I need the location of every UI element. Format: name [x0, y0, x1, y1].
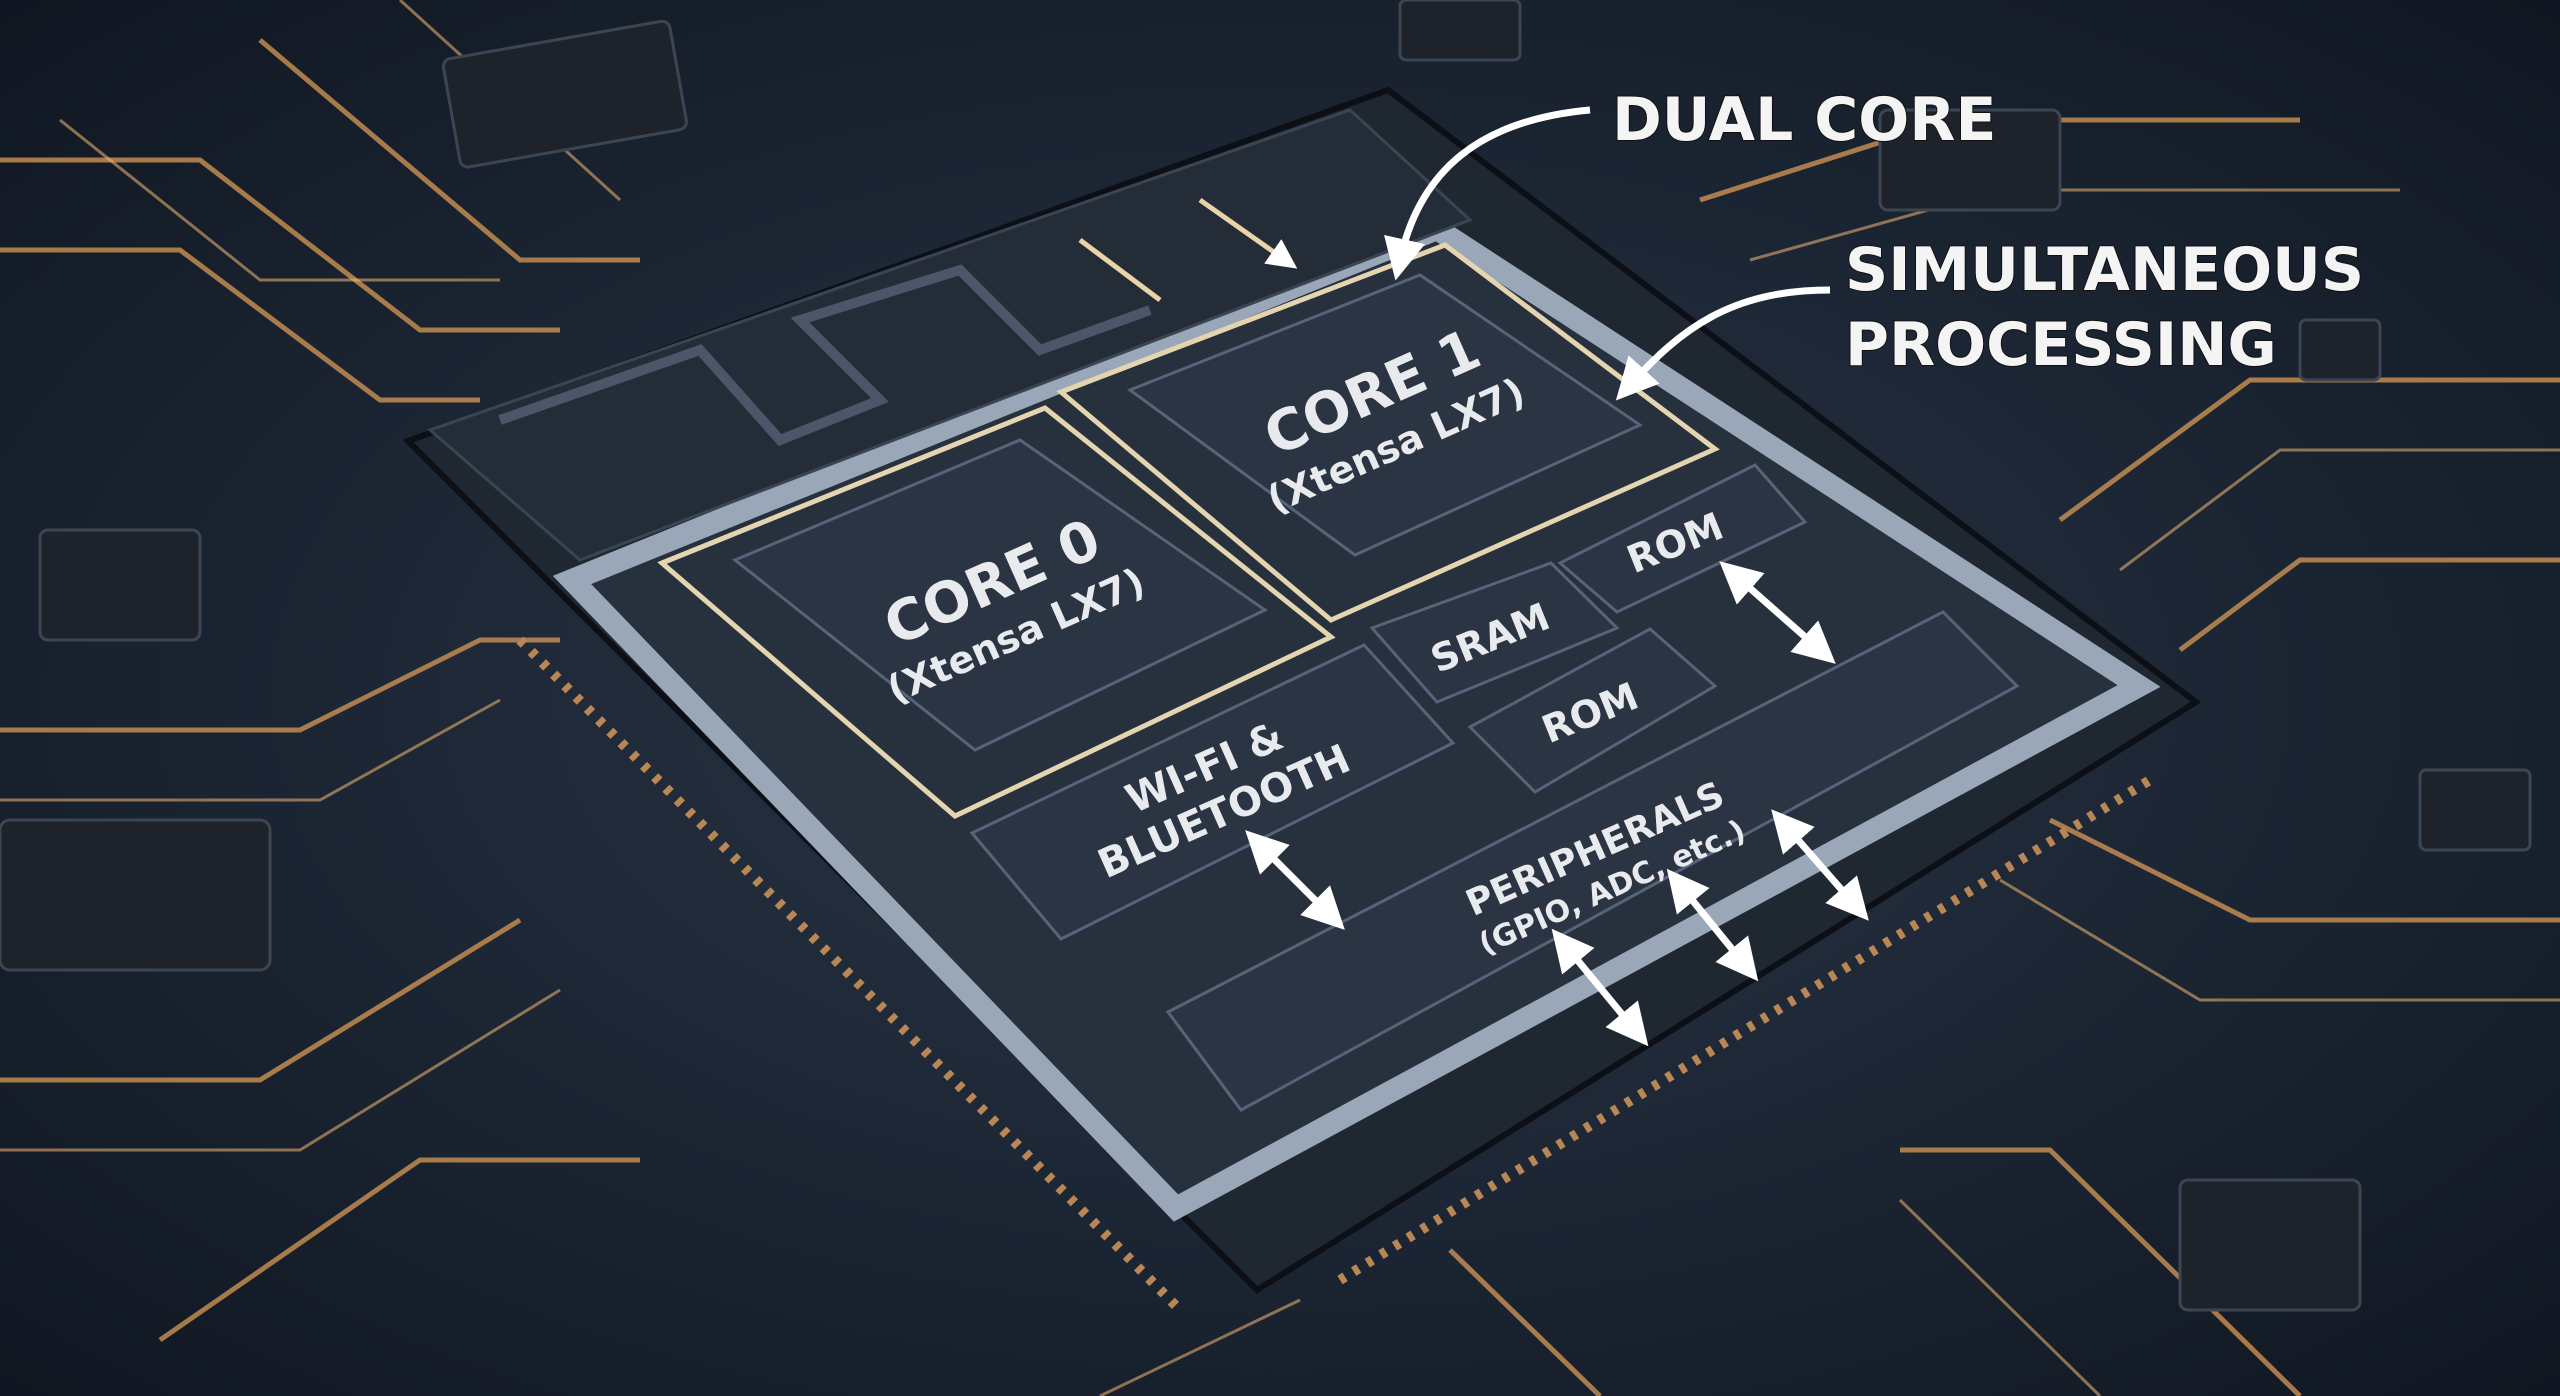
rom-bottom-block: ROM	[1467, 627, 1718, 794]
double-arrow-icon	[1551, 928, 1649, 1047]
dual-core-label: DUAL CORE	[1612, 85, 1996, 155]
data-flow-arrows	[1245, 561, 1869, 1047]
sram-block: SRAM	[1369, 561, 1620, 704]
double-arrow-icon	[1719, 561, 1836, 664]
simultaneous-arrow-icon	[1615, 286, 1831, 401]
double-arrow-icon	[1666, 868, 1759, 982]
signal-arrow-icon	[1078, 197, 1285, 302]
simultaneous-label-line2: PROCESSING	[1845, 310, 2277, 380]
core-0-block: CORE 0 (Xtensa LX7)	[657, 405, 1336, 819]
core-1-block: CORE 1 (Xtensa LX7)	[1056, 242, 1720, 623]
double-arrow-icon	[1771, 809, 1869, 921]
antenna-area	[427, 108, 1473, 562]
simultaneous-label-line1: SIMULTANEOUS	[1845, 235, 2364, 305]
smd-components	[0, 0, 2532, 1312]
antenna-trace	[498, 264, 1152, 446]
double-arrow-icon	[1245, 830, 1345, 930]
dual-core-arrow-icon	[1384, 106, 1591, 281]
